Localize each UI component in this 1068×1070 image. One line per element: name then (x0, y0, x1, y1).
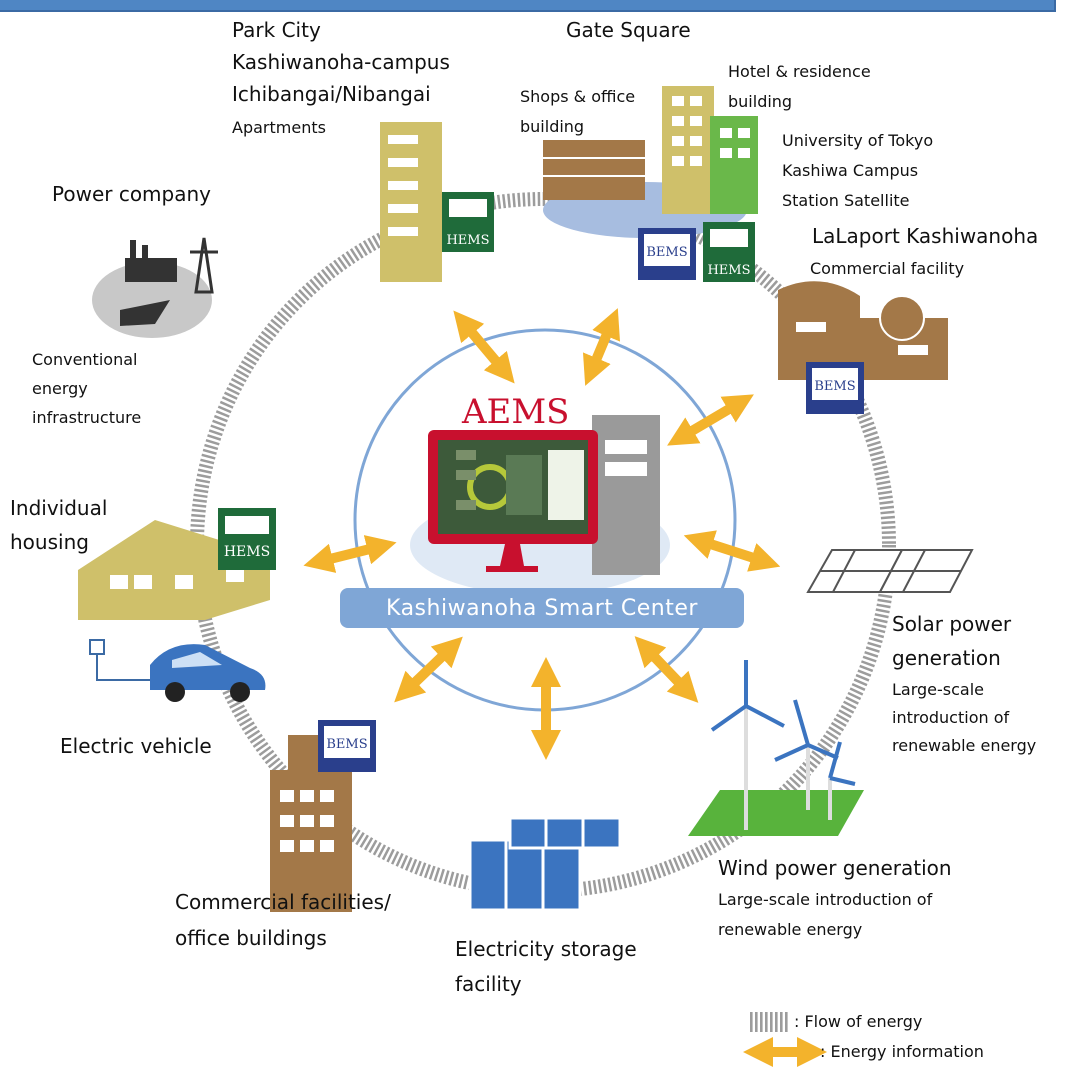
shops-label-2: building (520, 117, 585, 136)
aems-monitor (410, 415, 670, 595)
park-city-label-3: Ichibangai/Nibangai (232, 82, 431, 106)
svg-text:BEMS: BEMS (326, 737, 367, 752)
housing-label-1: Individual (10, 496, 108, 520)
information-arrows (303, 308, 781, 760)
park-city-label-2: Kashiwanoha-campus (232, 50, 450, 74)
solar-label-1: Solar power (892, 612, 1012, 636)
hotel-label-1: Hotel & residence (728, 62, 871, 81)
wind-label: Wind power generation (718, 856, 952, 880)
conventional-label-1: Conventional (32, 350, 138, 369)
shops-label-1: Shops & office (520, 87, 636, 106)
university-label-2: Kashiwa Campus (782, 161, 919, 180)
university-label-3: Station Satellite (782, 191, 910, 210)
hems-badge-park-city: HEMS (442, 192, 494, 252)
header-bar (0, 0, 1056, 12)
park-city-label-1: Park City (232, 18, 321, 42)
gate-square-label: Gate Square (566, 18, 691, 42)
apartment-building (380, 122, 442, 282)
svg-text:BEMS: BEMS (814, 379, 855, 394)
arrow-park-city (453, 310, 515, 384)
hems-badge-housing: HEMS (218, 508, 276, 570)
arrow-solar (683, 530, 781, 572)
conventional-label-2: energy (32, 379, 88, 398)
solar-sub-1: Large-scale (892, 680, 985, 699)
lalaport-label: LaLaport Kashiwanoha (812, 224, 1039, 248)
conventional-label-3: infrastructure (32, 408, 142, 427)
legend-flow-label: : Flow of energy (794, 1012, 923, 1031)
power-company-label: Power company (52, 182, 212, 206)
wind-turbines (688, 660, 864, 836)
storage-label-1: Electricity storage (455, 937, 637, 961)
legend-flow-swatch (750, 1012, 788, 1032)
electric-car (150, 644, 266, 702)
solar-sub-3: renewable energy (892, 736, 1037, 755)
smart-center-label: Kashiwanoha Smart Center (340, 588, 744, 628)
gate-square-buildings (543, 86, 758, 238)
university-label-1: University of Tokyo (782, 131, 934, 150)
svg-text:HEMS: HEMS (446, 233, 489, 248)
bems-badge-gate-square: BEMS (638, 228, 696, 280)
office-building (270, 735, 352, 912)
hotel-label-2: building (728, 92, 793, 111)
solar-sub-2: introduction of (892, 708, 1010, 727)
svg-text:HEMS: HEMS (224, 544, 270, 560)
lalaport-building (778, 281, 948, 380)
bems-badge-commercial: BEMS (318, 720, 376, 772)
housing-label-2: housing (10, 530, 89, 554)
power-plant (92, 237, 218, 338)
svg-text:HEMS: HEMS (707, 263, 750, 278)
storage-battery (468, 816, 622, 912)
commercial-facility-label: Commercial facility (810, 259, 965, 278)
arrow-wind (634, 636, 699, 703)
commercial-offices-label-1: Commercial facilities/ (175, 890, 391, 914)
electric-vehicle-label: Electric vehicle (60, 734, 212, 758)
wind-sub-2: renewable energy (718, 920, 863, 939)
solar-label-2: generation (892, 646, 1001, 670)
aems-title-text: AEMS (462, 392, 570, 432)
arrow-lalaport (667, 394, 754, 446)
svg-text:BEMS: BEMS (646, 245, 687, 260)
storage-label-2: facility (455, 972, 522, 996)
hems-badge-gate-square: HEMS (703, 222, 755, 282)
apartments-label: Apartments (232, 118, 326, 137)
solar-panels (806, 549, 974, 593)
arrow-housing (303, 535, 397, 573)
commercial-offices-label-2: office buildings (175, 926, 327, 950)
wind-sub-1: Large-scale introduction of (718, 890, 933, 909)
legend-info-label: : Energy information (820, 1042, 984, 1061)
bems-badge-lalaport: BEMS (806, 362, 864, 414)
arrow-commercial (394, 636, 463, 703)
arrow-gate-square (582, 308, 621, 386)
